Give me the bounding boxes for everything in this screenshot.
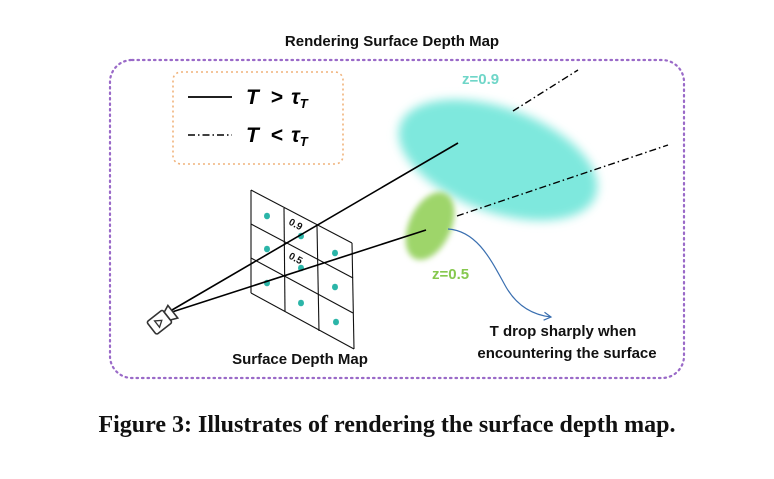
legend: T>τT T<τT: [172, 71, 344, 165]
near-surface-blob: [405, 192, 455, 260]
legend-solid-label: T>τT: [246, 86, 309, 111]
annotation-arrow: [447, 228, 553, 321]
grid-dots: [264, 212, 339, 326]
grid-vline-2: [316, 225, 320, 332]
grid-dot: [332, 283, 338, 291]
annotation-text-line2: encountering the surface: [477, 345, 656, 362]
legend-dashdot-label: T<τT: [246, 124, 309, 149]
ray-far-solid: [171, 142, 459, 311]
figure-caption: Figure 3: Illustrates of rendering the s…: [98, 412, 676, 438]
ray-near-solid: [171, 229, 427, 313]
depth-grid: [250, 189, 355, 350]
grid-dot: [332, 249, 338, 257]
legend-frame: [172, 71, 344, 165]
grid-cell-value: 0.9: [287, 217, 305, 233]
annotation-text-line1: T drop sharply when: [490, 323, 637, 340]
grid-hline-2: [250, 257, 354, 314]
near-surface-label: z=0.5: [432, 266, 469, 283]
far-surface-blob: [398, 99, 598, 221]
grid-hline-0: [250, 189, 353, 244]
outer-frame: [108, 58, 686, 380]
camera-icon: [146, 304, 180, 335]
grid-dot: [298, 299, 304, 307]
grid-hline-3: [250, 292, 355, 350]
far-surface-label: z=0.9: [462, 71, 499, 88]
grid-dot: [264, 212, 270, 220]
diagram-title: Rendering Surface Depth Map: [285, 33, 499, 50]
grid-label: Surface Depth Map: [232, 351, 368, 368]
grid-dot: [333, 318, 339, 326]
grid-vline-1: [283, 207, 286, 313]
grid-dot: [264, 245, 270, 253]
grid-hline-1: [250, 223, 354, 279]
ray-far-dashdot: [512, 69, 579, 112]
grid-vline-3: [351, 242, 355, 350]
